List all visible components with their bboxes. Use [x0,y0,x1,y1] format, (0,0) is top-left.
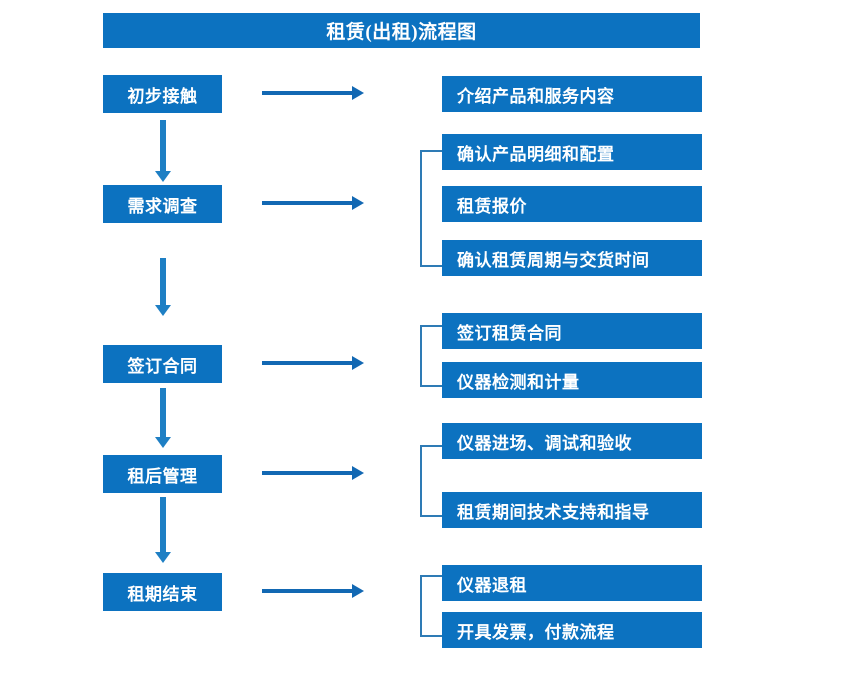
detail-box-5-2[interactable]: 开具发票，付款流程 [442,612,702,648]
group-bracket-2 [420,150,442,267]
detail-box-1-1[interactable]: 介绍产品和服务内容 [442,76,702,112]
arrow-head [352,196,364,210]
arrow-head [352,466,364,480]
stage-box-5[interactable]: 租期结束 [103,573,222,611]
detail-box-3-1[interactable]: 签订租赁合同 [442,313,702,349]
detail-box-2-1[interactable]: 确认产品明细和配置 [442,134,702,170]
stage-box-3[interactable]: 签订合同 [103,345,222,383]
stage-box-2[interactable]: 需求调查 [103,185,222,223]
arrow-shaft [160,120,166,171]
arrow-head [352,86,364,100]
arrow-head [155,437,171,448]
detail-box-4-1[interactable]: 仪器进场、调试和验收 [442,423,702,459]
arrow-shaft [262,201,354,205]
arrow-right-4 [262,466,364,480]
detail-box-5-1[interactable]: 仪器退租 [442,565,702,601]
arrow-shaft [262,471,354,475]
arrow-head [155,552,171,563]
arrow-shaft [262,91,354,95]
arrow-right-5 [262,584,364,598]
arrow-head [352,356,364,370]
arrow-right-3 [262,356,364,370]
group-bracket-4 [420,445,442,517]
arrow-down-2 [155,258,171,316]
arrow-down-4 [155,497,171,563]
stage-box-1[interactable]: 初步接触 [103,75,222,113]
arrow-shaft [160,258,166,305]
arrow-head [352,584,364,598]
group-bracket-3 [420,325,442,387]
arrow-right-2 [262,196,364,210]
detail-box-2-3[interactable]: 确认租赁周期与交货时间 [442,240,702,276]
arrow-down-3 [155,388,171,448]
stage-box-4[interactable]: 租后管理 [103,455,222,493]
arrow-shaft [262,589,354,593]
arrow-head [155,171,171,182]
arrow-head [155,305,171,316]
detail-box-4-2[interactable]: 租赁期间技术支持和指导 [442,492,702,528]
page-title: 租赁(出租)流程图 [103,13,700,48]
arrow-shaft [262,361,354,365]
detail-box-3-2[interactable]: 仪器检测和计量 [442,362,702,398]
group-bracket-5 [420,575,442,637]
arrow-shaft [160,388,166,437]
arrow-shaft [160,497,166,552]
arrow-right-1 [262,86,364,100]
arrow-down-1 [155,120,171,182]
detail-box-2-2[interactable]: 租赁报价 [442,186,702,222]
